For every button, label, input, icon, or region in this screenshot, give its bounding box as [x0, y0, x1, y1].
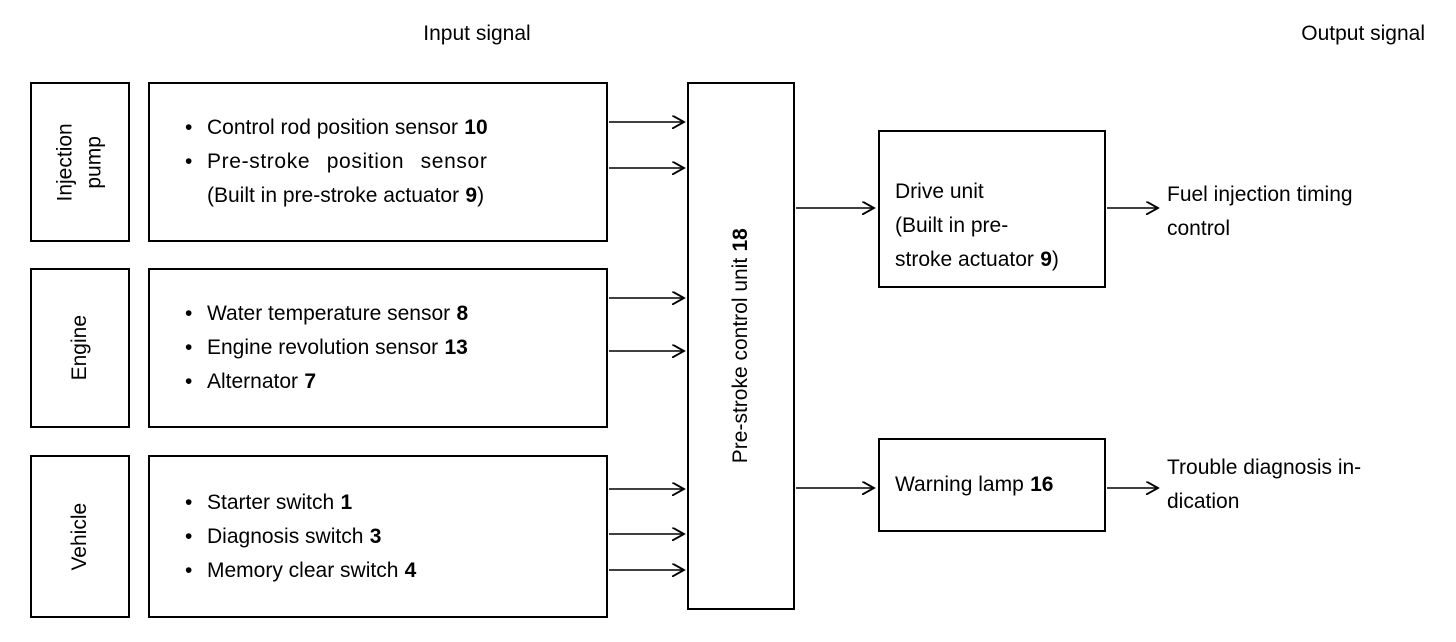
control-unit-box: Pre-stroke control unit 18 — [687, 82, 795, 610]
drive-unit-box: Drive unit (Built in pre- stroke actuato… — [878, 130, 1106, 288]
input-signal-label: Input signal — [423, 22, 531, 45]
category-label-engine: Engine — [68, 315, 92, 381]
warning-lamp-label: Warning lamp 16 — [895, 468, 1096, 502]
category-box-injection-pump: Injection pump — [30, 82, 130, 242]
result-trouble-diagnosis: Trouble diagnosis in- dication — [1167, 456, 1362, 513]
drive-unit-suffix: ) — [1051, 248, 1059, 271]
category-box-engine: Engine — [30, 268, 130, 428]
item-number: 10 — [464, 116, 488, 139]
warning-lamp-number: 16 — [1030, 473, 1054, 496]
item-text: (Built in pre-stroke actuator — [207, 184, 460, 207]
item-text: Starter switch — [207, 490, 335, 514]
item-number: 4 — [404, 558, 417, 582]
list-item: Pre-stroke position sensor — [185, 145, 598, 179]
drive-unit-number: 9 — [1040, 248, 1052, 271]
warning-lamp-text: Warning lamp — [895, 473, 1024, 496]
item-text: Diagnosis switch — [207, 524, 364, 548]
item-number: 13 — [444, 336, 468, 359]
drive-unit-label: Drive unit (Built in pre- stroke actuato… — [895, 141, 1096, 277]
control-unit-number: 18 — [729, 228, 753, 252]
output-signal-label: Output signal — [1301, 22, 1425, 45]
item-text: Pre-stroke position sensor — [207, 150, 488, 173]
item-text: Memory clear switch — [207, 558, 399, 582]
category-label-injection-pump: Injection pump — [53, 122, 106, 202]
item-suffix: ) — [477, 184, 485, 207]
input-box-injection-pump: Control rod position sensor 10 Pre-stroke… — [148, 82, 608, 242]
item-text: Alternator — [207, 370, 299, 393]
result-fuel-injection-timing: Fuel injection timing control — [1167, 183, 1353, 240]
item-number: 3 — [369, 524, 382, 548]
item-number: 9 — [465, 184, 478, 207]
item-text: Control rod position sensor — [207, 116, 458, 139]
drive-unit-text: Drive unit (Built in pre- stroke actuato… — [895, 180, 1034, 271]
category-box-vehicle: Vehicle — [30, 455, 130, 618]
warning-lamp-box: Warning lamp 16 — [878, 438, 1106, 532]
control-unit-label: Pre-stroke control unit 18 — [726, 228, 755, 463]
list-item: Control rod position sensor 10 — [185, 111, 598, 145]
item-number: 7 — [304, 370, 317, 393]
control-unit-text: Pre-stroke control unit — [729, 258, 753, 464]
category-label-vehicle: Vehicle — [68, 502, 92, 571]
item-number: 1 — [340, 490, 353, 514]
item-text: Engine revolution sensor — [207, 336, 439, 359]
item-text: Water temperature sensor — [207, 302, 451, 325]
item-number: 8 — [456, 302, 469, 325]
